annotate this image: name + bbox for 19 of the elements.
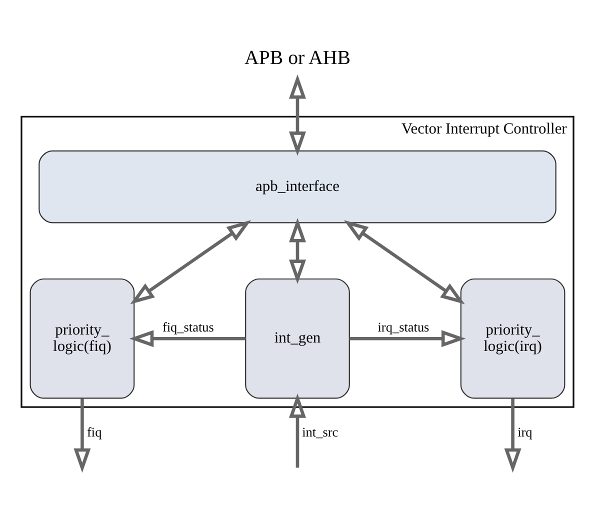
node-text: APB or AHB — [244, 47, 350, 70]
arrow — [350, 330, 466, 348]
arrow — [288, 218, 306, 284]
node-box: priority_ logic(fiq) — [30, 278, 135, 399]
edge-label: irq — [518, 424, 532, 440]
edge-label: fiq_status — [162, 320, 214, 335]
node-box: apb_interface — [38, 150, 556, 224]
edge-label: irq_status — [378, 320, 430, 335]
arrow — [288, 394, 306, 468]
edge-label: int_src — [302, 424, 338, 440]
arrow — [504, 398, 522, 473]
arrow — [74, 398, 91, 473]
arrow — [344, 220, 465, 304]
arrow — [130, 220, 252, 304]
arrow — [129, 330, 246, 348]
node-box: int_gen — [245, 278, 350, 399]
node-box: priority_ logic(irq) — [460, 278, 566, 399]
arrow — [288, 74, 306, 156]
edge-label: fiq — [86, 424, 102, 440]
